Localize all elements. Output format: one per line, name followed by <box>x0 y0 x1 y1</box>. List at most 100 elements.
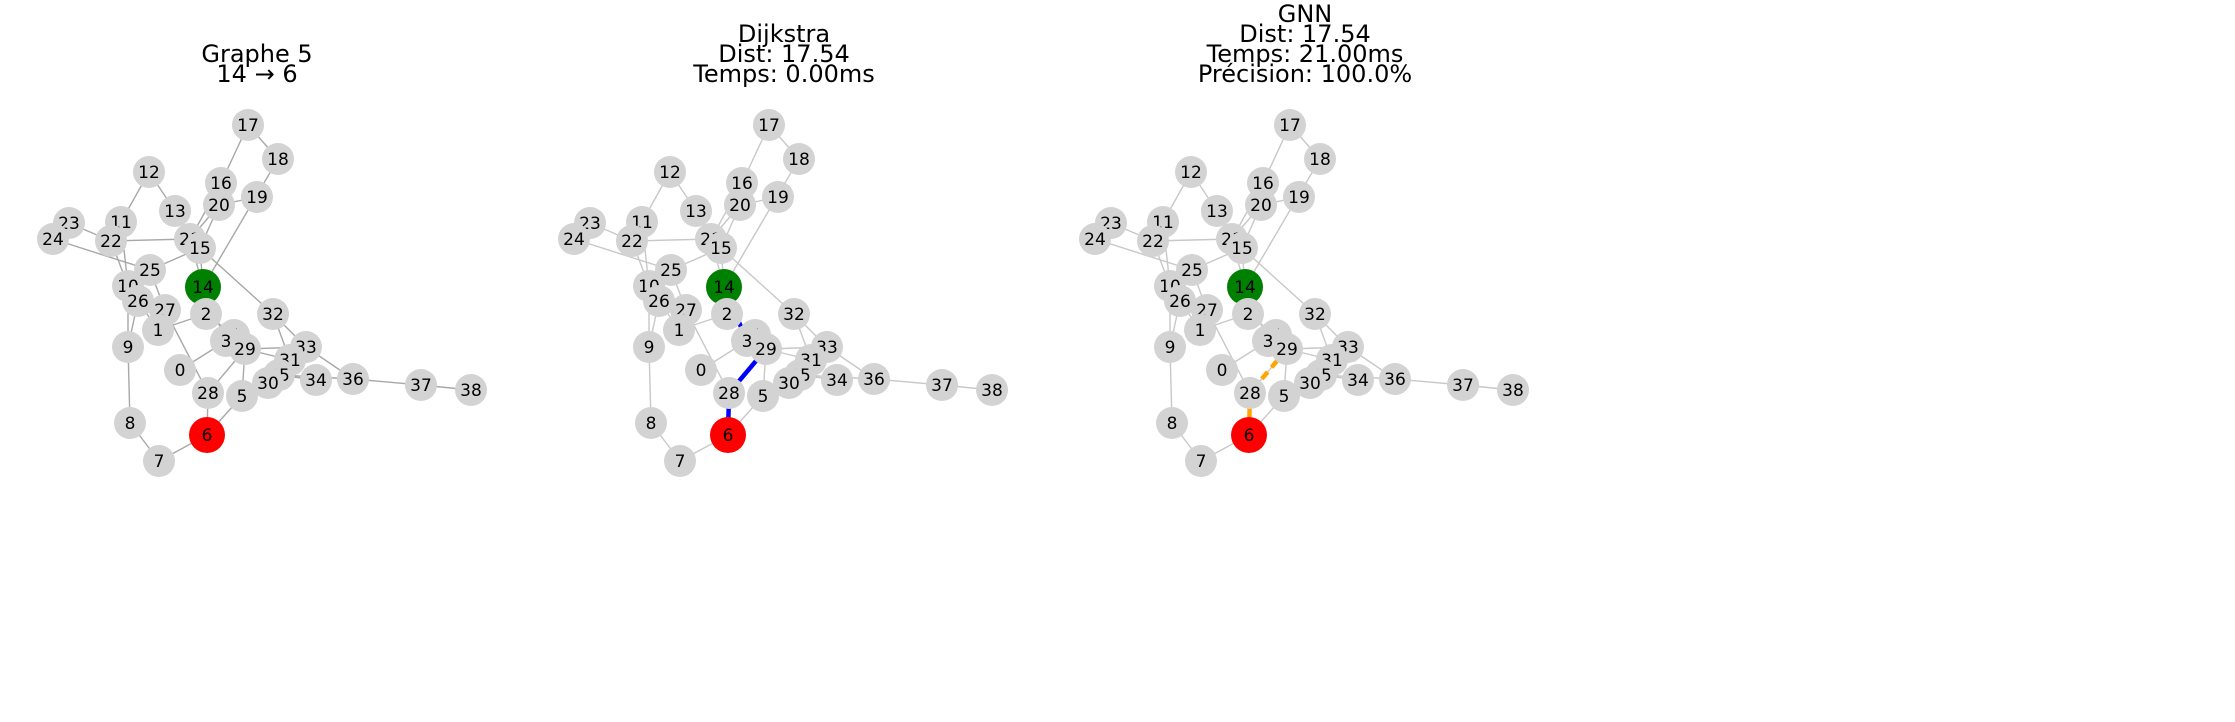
node-circle <box>232 109 264 141</box>
node-circle <box>229 333 261 365</box>
node-label: 3 <box>221 332 232 352</box>
graph-node: 37 <box>926 369 958 401</box>
node-circle <box>95 225 127 257</box>
graph-node: 30 <box>773 367 805 399</box>
node-circle <box>1283 181 1315 213</box>
title-line: Graphe 5 <box>201 40 312 68</box>
node-label: 6 <box>723 426 734 446</box>
graph-node: 1 <box>142 314 174 346</box>
graph-node: 38 <box>1497 374 1529 406</box>
target-node: 6 <box>189 417 225 453</box>
edge-15-32 <box>1241 247 1316 315</box>
node-circle <box>37 223 69 255</box>
node-label: 38 <box>981 381 1003 401</box>
graph-node: 37 <box>1447 369 1479 401</box>
graph-node: 25 <box>655 254 687 286</box>
node-circle <box>257 298 289 330</box>
node-label: 37 <box>1452 376 1474 396</box>
nodes: 1718121619201323112422211525101426272321… <box>37 109 487 477</box>
graph-node: 38 <box>455 374 487 406</box>
node-label: 8 <box>1167 414 1178 434</box>
node-label: 28 <box>1239 384 1261 404</box>
node-label: 34 <box>826 371 848 391</box>
node-circle <box>1299 298 1331 330</box>
graph-node: 12 <box>133 156 165 188</box>
node-circle <box>1185 445 1217 477</box>
graph-node: 30 <box>1294 367 1326 399</box>
graph-node: 34 <box>821 364 853 396</box>
graph-node: 16 <box>1247 167 1279 199</box>
node-circle <box>203 189 235 221</box>
node-label: 20 <box>208 196 230 216</box>
graph-node: 20 <box>203 189 235 221</box>
node-circle <box>1274 109 1306 141</box>
node-circle <box>762 181 794 213</box>
node-label: 25 <box>660 261 682 281</box>
node-circle <box>241 181 273 213</box>
graph-node: 26 <box>643 285 675 317</box>
node-label: 26 <box>648 292 670 312</box>
node-circle <box>1176 254 1208 286</box>
node-circle <box>133 156 165 188</box>
graph-node: 13 <box>1201 195 1233 227</box>
node-label: 28 <box>197 384 219 404</box>
node-circle <box>1342 364 1374 396</box>
node-label: 26 <box>1169 292 1191 312</box>
graph-node: 7 <box>143 445 175 477</box>
node-label: 9 <box>1165 338 1176 358</box>
node-label: 0 <box>1217 361 1228 381</box>
node-circle <box>1156 407 1188 439</box>
node-label: 37 <box>931 376 953 396</box>
graph-node: 36 <box>858 363 890 395</box>
node-label: 17 <box>1279 116 1301 136</box>
graph-node: 28 <box>1234 377 1266 409</box>
nodes: 1718121619201323112422211525101426272321… <box>558 109 1008 477</box>
graph-node: 22 <box>616 225 648 257</box>
node-label: 12 <box>659 163 681 183</box>
graph-node: 9 <box>112 331 144 363</box>
node-circle <box>1304 143 1336 175</box>
node-label: 14 <box>1234 278 1256 298</box>
node-circle <box>1201 195 1233 227</box>
graph-node: 2 <box>1232 298 1264 330</box>
node-circle <box>1206 354 1238 386</box>
graph-node: 15 <box>1226 232 1258 264</box>
node-circle <box>685 354 717 386</box>
node-label: 28 <box>718 384 740 404</box>
node-label: 3 <box>742 332 753 352</box>
node-label: 16 <box>731 174 753 194</box>
graph-node: 2 <box>711 298 743 330</box>
node-circle <box>1447 369 1479 401</box>
node-label: 20 <box>1250 196 1272 216</box>
node-label: 22 <box>100 232 122 252</box>
graph-node: 12 <box>1175 156 1207 188</box>
node-label: 14 <box>713 278 735 298</box>
node-circle <box>134 254 166 286</box>
graph-node: 25 <box>1176 254 1208 286</box>
node-circle <box>1234 377 1266 409</box>
node-circle <box>706 269 742 305</box>
node-label: 30 <box>778 374 800 394</box>
target-node: 6 <box>1231 417 1267 453</box>
graph-node: 20 <box>724 189 756 221</box>
node-label: 8 <box>125 414 136 434</box>
graph-node: 18 <box>783 143 815 175</box>
node-label: 24 <box>563 230 585 250</box>
node-circle <box>252 367 284 399</box>
node-circle <box>114 407 146 439</box>
edge-18-14 <box>1244 158 1321 288</box>
node-label: 29 <box>755 340 777 360</box>
node-circle <box>711 298 743 330</box>
node-circle <box>654 156 686 188</box>
node-label: 26 <box>127 292 149 312</box>
node-label: 18 <box>267 150 289 170</box>
node-label: 38 <box>1502 381 1524 401</box>
node-label: 32 <box>783 305 805 325</box>
node-circle <box>1232 298 1264 330</box>
node-circle <box>778 298 810 330</box>
node-circle <box>262 143 294 175</box>
edge-24-25 <box>1094 238 1193 271</box>
